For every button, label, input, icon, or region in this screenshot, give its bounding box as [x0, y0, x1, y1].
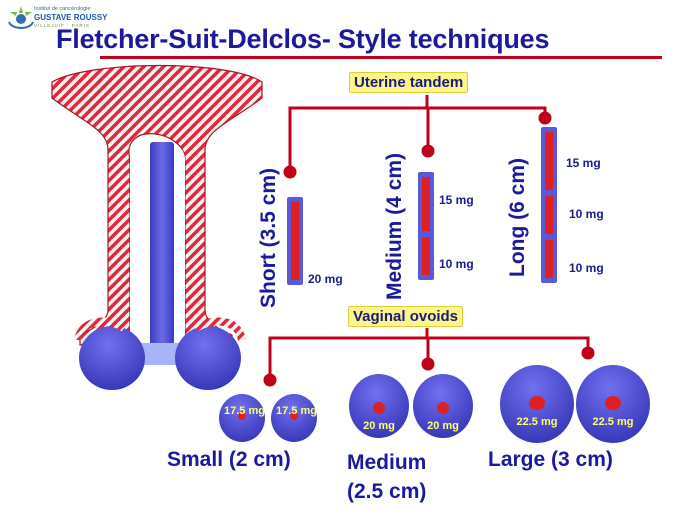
ovoid-medium-left-dose: 20 mg — [363, 420, 395, 432]
tandem-node-medium — [421, 144, 435, 158]
ovoid-large-left-source — [529, 396, 545, 410]
tandem-short-source-1 — [291, 202, 299, 280]
anatomy-ovoid-right — [175, 326, 241, 390]
tandem-long-label: Long (6 cm) — [506, 158, 529, 277]
ovoid-medium-label: Medium (2.5 cm) — [347, 451, 427, 503]
anatomy-tandem — [150, 142, 174, 352]
ovoid-small-right-source — [290, 412, 298, 420]
ovoid-small-label: Small (2 cm) — [167, 448, 291, 471]
tandem-medium-dose-2: 10 mg — [439, 257, 474, 271]
tandem-short-dose-1: 20 mg — [308, 272, 343, 286]
ovoid-node-medium — [421, 357, 435, 371]
ovoid-node-small — [263, 373, 277, 387]
tandem-long-dose-1: 15 mg — [566, 156, 601, 170]
logo-line-2: GUSTAVE ROUSSY — [34, 13, 108, 22]
tandem-medium-dose-1: 15 mg — [439, 193, 474, 207]
ovoid-large-label: Large (3 cm) — [488, 448, 613, 471]
ovoid-small-left-source — [238, 412, 246, 420]
slide-title: Fletcher-Suit-Delclos- Style techniques — [56, 24, 550, 54]
tandem-short-label: Short (3.5 cm) — [257, 167, 280, 308]
tandem-long-dose-3: 10 mg — [569, 261, 604, 275]
ovoid-medium-right-dose: 20 mg — [427, 420, 459, 432]
tandem-long-source-1 — [545, 132, 553, 190]
logo-emblem-icon — [8, 6, 34, 29]
tandem-medium-source-2 — [422, 237, 430, 275]
ovoid-node-large — [581, 346, 595, 360]
institute-logo — [6, 4, 146, 34]
ovoid-large-right-source — [605, 396, 621, 410]
tandem-long-source-3 — [545, 240, 553, 278]
ovoid-small-right-dose: 17.5 mg — [276, 405, 317, 417]
title-underline — [100, 56, 662, 59]
anatomy-fornix-left — [74, 317, 127, 342]
tandem-node-long — [538, 111, 552, 125]
ovoid-small-left-dose: 17.5 mg — [224, 405, 265, 417]
tandem-medium-label: Medium (4 cm) — [383, 152, 406, 300]
tandem-header: Uterine tandem — [349, 72, 469, 93]
ovoid-large-right-dose: 22.5 mg — [592, 416, 634, 428]
logo-line-1: Institut de cancérologie — [34, 6, 91, 12]
ovoid-medium-right-source — [437, 402, 449, 414]
ovoid-medium-left-source — [373, 402, 385, 414]
logo-line-3: VILLEJUIF · PARIS — [34, 23, 90, 28]
anatomy-fornix-right — [193, 317, 246, 342]
tandem-long-dose-2: 10 mg — [569, 207, 604, 221]
tandem-node-short — [283, 165, 297, 179]
tandem-long-source-2 — [545, 196, 553, 234]
tandem-medium-source-1 — [422, 177, 430, 231]
ovoids-header: Vaginal ovoids — [348, 306, 464, 327]
ovoid-large-left-dose: 22.5 mg — [516, 416, 558, 428]
anatomy-ovoid-left — [79, 326, 145, 390]
